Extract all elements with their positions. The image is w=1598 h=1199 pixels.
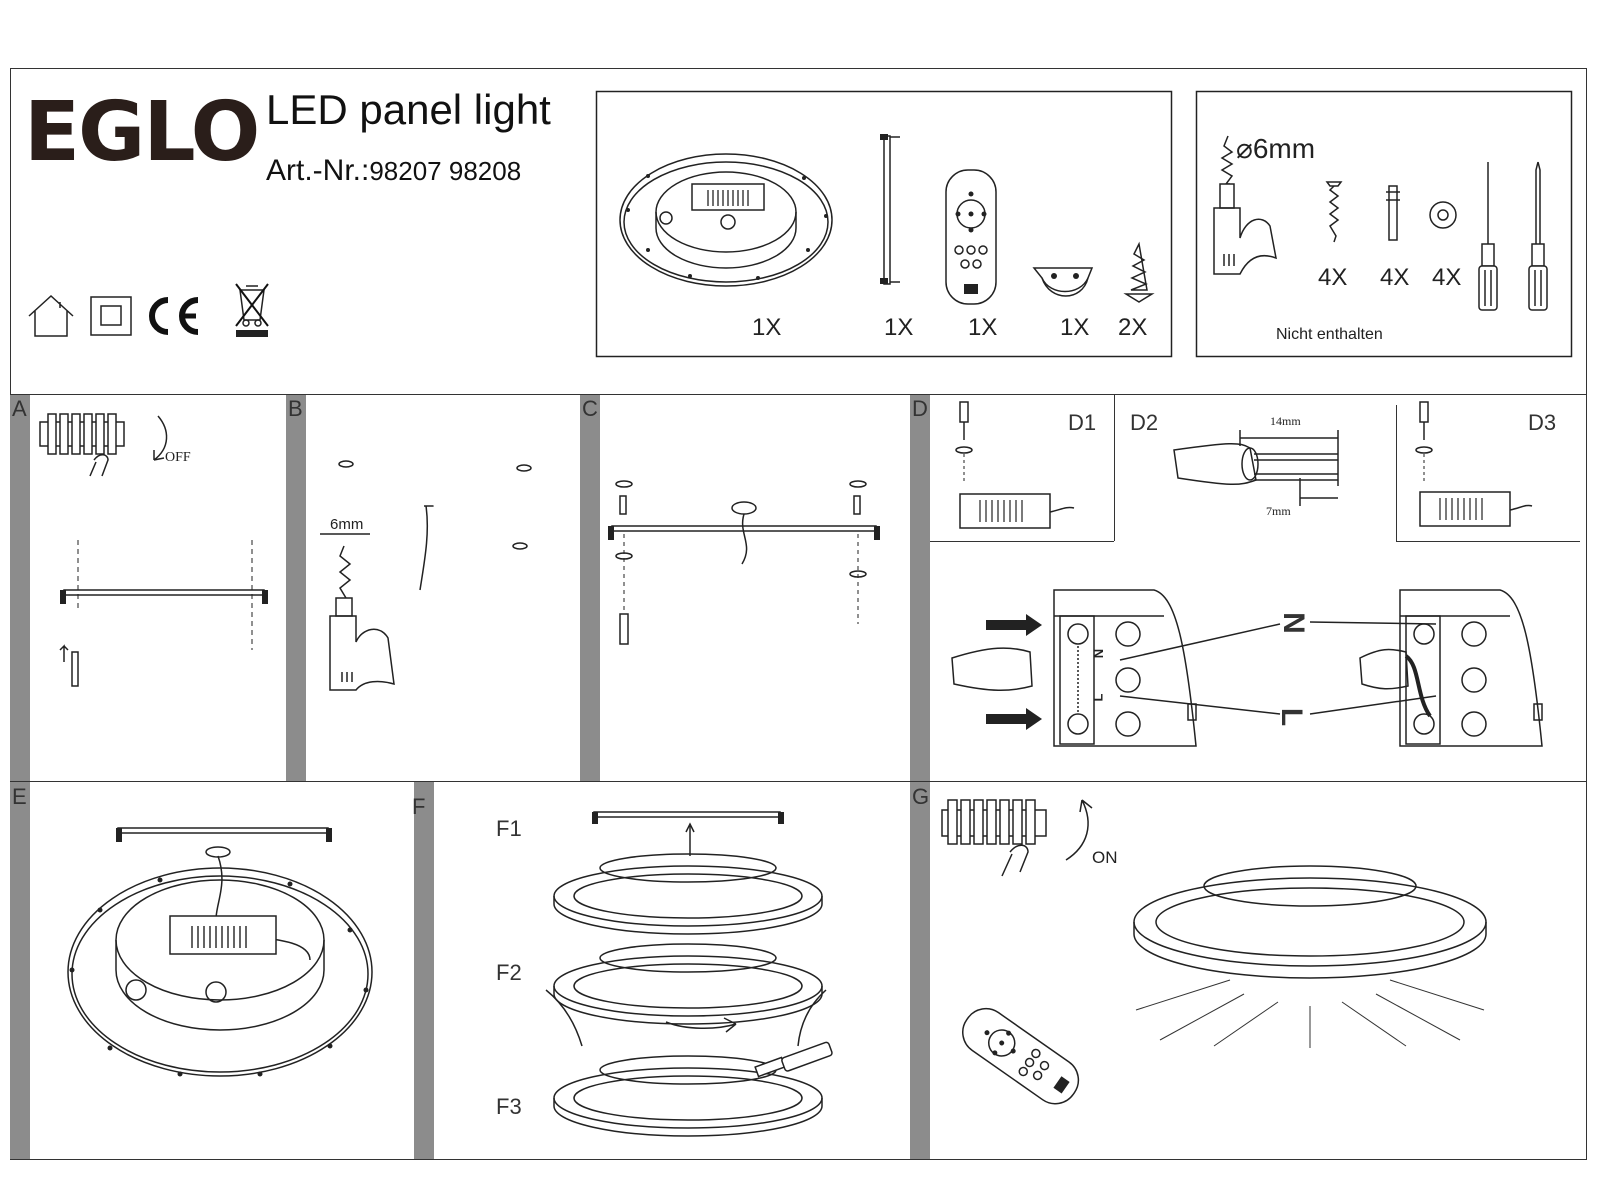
switch-on-arrow-icon bbox=[1065, 799, 1093, 861]
terminal-connection-left bbox=[951, 589, 1197, 747]
lit-panel-illustration bbox=[1133, 865, 1487, 1048]
step-d-label: D bbox=[912, 396, 928, 421]
step-c-label: C bbox=[582, 396, 598, 421]
remote-control-hand-icon bbox=[962, 1007, 1080, 1105]
step-d2-label: D2 bbox=[1130, 410, 1159, 435]
strip-length-outer: 14mm bbox=[1270, 414, 1301, 428]
art-nr-label: Art.-Nr.: bbox=[266, 154, 370, 187]
rotate-panel-illustration bbox=[545, 943, 827, 1047]
indoor-use-icon bbox=[28, 294, 74, 337]
fuse-box-on-icon bbox=[941, 799, 1047, 877]
step-f1-label: F1 bbox=[496, 816, 522, 841]
step-f2-label: F2 bbox=[496, 960, 522, 985]
qty-remote: 1X bbox=[968, 314, 998, 341]
remote-control-illustration bbox=[945, 169, 997, 305]
qty-bracket: 1X bbox=[884, 314, 914, 341]
washer-icon bbox=[1429, 201, 1457, 229]
panel-light-illustration bbox=[619, 153, 833, 287]
drill-holes-illustration bbox=[320, 460, 532, 691]
step-b-label: B bbox=[288, 396, 303, 421]
qty-wall-screw: 4X bbox=[1318, 264, 1348, 291]
step-separator bbox=[414, 782, 434, 1159]
neutral-label: N bbox=[1276, 612, 1310, 634]
cable-clamp-illustration bbox=[1032, 267, 1094, 297]
not-included-label: Nicht enthalten bbox=[1276, 326, 1383, 343]
switch-off-arrow-icon bbox=[153, 415, 168, 461]
divider-header bbox=[10, 394, 1587, 395]
drill-icon bbox=[1213, 135, 1277, 275]
screw-illustration bbox=[1123, 241, 1155, 303]
article-number: Art.-Nr.:98207 98208 bbox=[266, 154, 521, 188]
fuse-box-icon bbox=[39, 413, 125, 477]
live-label: L bbox=[1275, 707, 1309, 727]
n-terminal-small: N bbox=[1091, 648, 1107, 659]
ce-mark-icon bbox=[149, 297, 199, 335]
off-label: OFF bbox=[165, 450, 191, 465]
package-contents-box bbox=[595, 90, 1173, 358]
qty-screw: 2X bbox=[1118, 314, 1148, 341]
step-separator bbox=[286, 395, 306, 781]
step-g-label: G bbox=[912, 784, 930, 809]
step-separator bbox=[580, 395, 600, 781]
qty-panel: 1X bbox=[752, 314, 782, 341]
qty-wall-plug: 4X bbox=[1380, 264, 1410, 291]
weee-disposal-icon bbox=[235, 283, 269, 337]
d3-divider bbox=[1396, 405, 1397, 541]
on-label: ON bbox=[1092, 848, 1118, 867]
d3-bottom bbox=[1396, 541, 1580, 542]
strip-length-inner: 7mm bbox=[1266, 504, 1291, 518]
product-title: LED panel light bbox=[266, 86, 551, 133]
bracket-install-illustration bbox=[608, 480, 880, 645]
class-two-insulation-icon bbox=[90, 296, 132, 336]
drill-size-label: ⌀6mm bbox=[1236, 133, 1316, 164]
step-d1-label: D1 bbox=[1068, 410, 1097, 435]
step-d3-label: D3 bbox=[1528, 410, 1557, 435]
qty-clamp: 1X bbox=[1060, 314, 1090, 341]
mount-panel-illustration bbox=[553, 811, 823, 935]
divider-row2 bbox=[10, 781, 1587, 782]
wire-strip-illustration bbox=[1173, 430, 1339, 506]
bracket-mark-illustration bbox=[59, 540, 268, 687]
drill-dimension-label: 6mm bbox=[330, 516, 364, 533]
art-nr-values: 98207 98208 bbox=[369, 156, 522, 186]
step-separator bbox=[10, 395, 30, 781]
mounting-bracket-illustration bbox=[880, 134, 900, 285]
step-e-label: E bbox=[12, 784, 27, 809]
step-separator bbox=[910, 395, 930, 781]
flat-screwdriver-icon bbox=[1478, 162, 1498, 311]
terminal-connection-right bbox=[1359, 589, 1543, 747]
wire-arrows bbox=[1119, 621, 1437, 715]
wall-screw-icon bbox=[1325, 181, 1343, 243]
qty-washer: 4X bbox=[1432, 264, 1462, 291]
step-separator bbox=[910, 782, 930, 1159]
phillips-screwdriver-icon bbox=[1528, 161, 1548, 311]
d1-bottom bbox=[930, 541, 1114, 542]
driver-close-illustration bbox=[1415, 401, 1533, 527]
step-f3-label: F3 bbox=[496, 1094, 522, 1119]
wall-plug-icon bbox=[1386, 185, 1400, 241]
connect-panel-illustration bbox=[67, 827, 373, 1077]
driver-open-illustration bbox=[955, 401, 1075, 529]
step-a-label: A bbox=[12, 396, 27, 421]
secure-panel-illustration bbox=[553, 1041, 833, 1137]
l-terminal-small: L bbox=[1090, 693, 1106, 702]
step-separator bbox=[10, 782, 30, 1159]
d1-divider bbox=[1114, 395, 1115, 541]
brand-logo: EGLO bbox=[24, 85, 260, 180]
step-f-label: F bbox=[412, 794, 426, 819]
tools-not-included-box bbox=[1195, 90, 1573, 358]
